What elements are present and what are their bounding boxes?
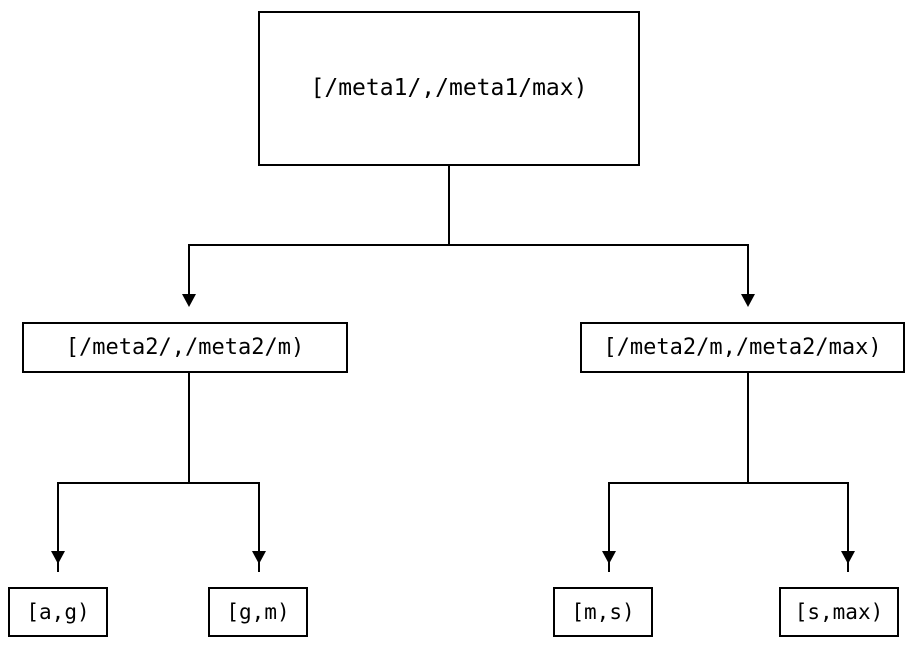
edge-stem-mid-right [747,373,749,484]
tree-node-leaf-a-g-label: [a,g) [26,599,90,624]
arrowhead-mid-right-to-leaf-ms [602,551,616,564]
tree-node-leaf-g-m[interactable]: [g,m) [208,587,308,637]
tree-node-leaf-m-s[interactable]: [m,s) [553,587,653,637]
tree-node-mid-left-label: [/meta2/,/meta2/m) [65,334,305,360]
edge-drop-mid-right-to-leaf-smax [847,482,849,572]
tree-node-mid-right-label: [/meta2/m,/meta2/max) [603,334,882,360]
arrowhead-mid-right-to-leaf-smax [841,551,855,564]
edge-bus-root [189,244,749,246]
edge-drop-mid-left-to-leaf-gm [258,482,260,572]
tree-node-leaf-g-m-label: [g,m) [226,599,290,624]
edge-stem-root [448,166,450,246]
tree-node-leaf-a-g[interactable]: [a,g) [8,587,108,637]
tree-node-leaf-s-max[interactable]: [s,max) [779,587,899,637]
tree-node-root-label: [/meta1/,/meta1/max) [310,75,588,101]
edge-bus-mid-left [58,482,260,484]
edge-stem-mid-left [188,373,190,484]
arrowhead-root-to-mid-left [182,294,196,307]
tree-node-root[interactable]: [/meta1/,/meta1/max) [258,11,640,166]
edge-drop-mid-left-to-leaf-ag [57,482,59,572]
tree-node-mid-right[interactable]: [/meta2/m,/meta2/max) [580,322,905,373]
edge-bus-mid-right [609,482,849,484]
arrowhead-root-to-mid-right [741,294,755,307]
tree-node-mid-left[interactable]: [/meta2/,/meta2/m) [22,322,348,373]
edge-drop-root-to-mid-right [747,244,749,296]
arrowhead-mid-left-to-leaf-ag [51,551,65,564]
tree-node-leaf-m-s-label: [m,s) [571,599,635,624]
arrowhead-mid-left-to-leaf-gm [252,551,266,564]
tree-node-leaf-s-max-label: [s,max) [794,599,884,624]
edge-drop-root-to-mid-left [188,244,190,296]
edge-drop-mid-right-to-leaf-ms [608,482,610,572]
